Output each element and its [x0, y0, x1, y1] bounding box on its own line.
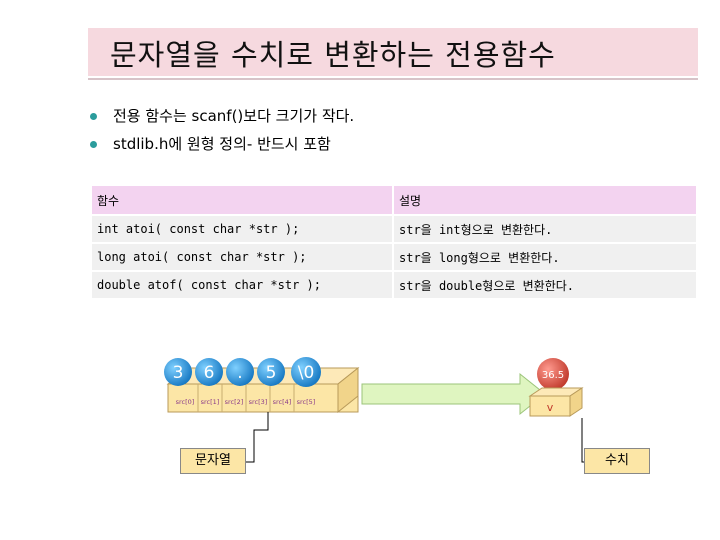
- value-label: 36.5: [542, 370, 564, 381]
- slide-title: 문자열을 수치로 변환하는 전용함수: [110, 38, 556, 72]
- bullet-dot-icon: [90, 140, 97, 148]
- table-cell: str을 double형으로 변환한다.: [392, 270, 698, 300]
- array-box-side: [337, 366, 359, 414]
- index-label: src[2]: [225, 398, 244, 406]
- title-divider: [88, 78, 698, 80]
- index-label: src[3]: [249, 398, 268, 406]
- table-header-row: 함수 설명: [90, 184, 698, 216]
- value-ball: [537, 358, 569, 390]
- char-ball: [226, 358, 254, 386]
- char-ball: [257, 358, 285, 386]
- char-label: 6: [204, 363, 215, 383]
- string-label-box: 문자열: [180, 448, 246, 474]
- index-label: src[0]: [176, 398, 195, 406]
- title-bar: 문자열을 수치로 변환하는 전용함수: [88, 28, 698, 76]
- string-connector: [244, 412, 269, 463]
- table-row: long atoi( const char *str ); str을 long형…: [90, 242, 698, 272]
- index-label: src[1]: [201, 398, 220, 406]
- table-header-cell: 설명: [392, 184, 698, 216]
- char-label: \0: [298, 363, 315, 383]
- index-label: src[4]: [273, 398, 292, 406]
- table-header-cell: 함수: [90, 184, 394, 216]
- table-cell: str을 long형으로 변환한다.: [392, 242, 698, 272]
- table-row: double atof( const char *str ); str을 dou…: [90, 270, 698, 300]
- function-table: 함수 설명 int atoi( const char *str ); str을 …: [90, 184, 698, 300]
- char-label: 3: [173, 363, 184, 383]
- char-ball: [195, 358, 223, 386]
- table-cell: int atoi( const char *str );: [90, 214, 394, 244]
- char-label: .: [237, 363, 242, 383]
- char-balls: [164, 357, 321, 387]
- var-box-side: [569, 387, 583, 417]
- bullet-item: stdlib.h에 원형 정의- 반드시 포함: [90, 130, 354, 158]
- bullet-text: stdlib.h에 원형 정의- 반드시 포함: [113, 135, 331, 153]
- var-name-label: v: [547, 401, 554, 414]
- char-label: 5: [266, 363, 277, 383]
- table-row: int atoi( const char *str ); str을 int형으로…: [90, 214, 698, 244]
- index-label: src[5]: [297, 398, 316, 406]
- bullet-text: 전용 함수는 scanf()보다 크기가 작다.: [113, 107, 355, 125]
- bullet-item: 전용 함수는 scanf()보다 크기가 작다.: [90, 102, 354, 130]
- conversion-arrow-icon: [361, 372, 546, 416]
- bullet-dot-icon: [90, 112, 97, 120]
- number-label-box: 수치: [584, 448, 650, 474]
- bullet-list: 전용 함수는 scanf()보다 크기가 작다. stdlib.h에 원형 정의…: [90, 102, 354, 158]
- char-ball: [164, 358, 192, 386]
- table-cell: long atoi( const char *str );: [90, 242, 394, 272]
- table-cell: double atof( const char *str );: [90, 270, 394, 300]
- char-ball: [291, 357, 321, 387]
- table-cell: str을 int형으로 변환한다.: [392, 214, 698, 244]
- array-box-front: [167, 383, 359, 413]
